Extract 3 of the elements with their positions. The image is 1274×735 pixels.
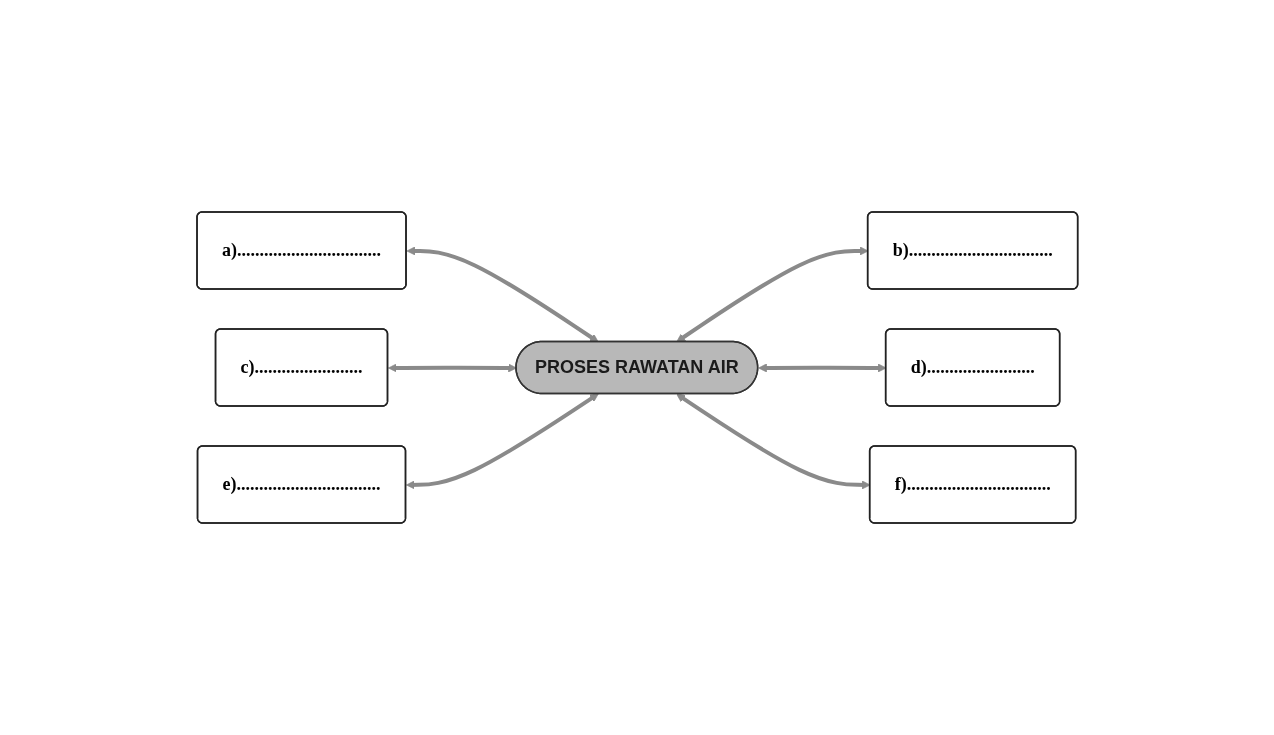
arrow bbox=[405, 393, 599, 490]
arrow bbox=[387, 363, 517, 373]
arrow bbox=[406, 246, 599, 343]
